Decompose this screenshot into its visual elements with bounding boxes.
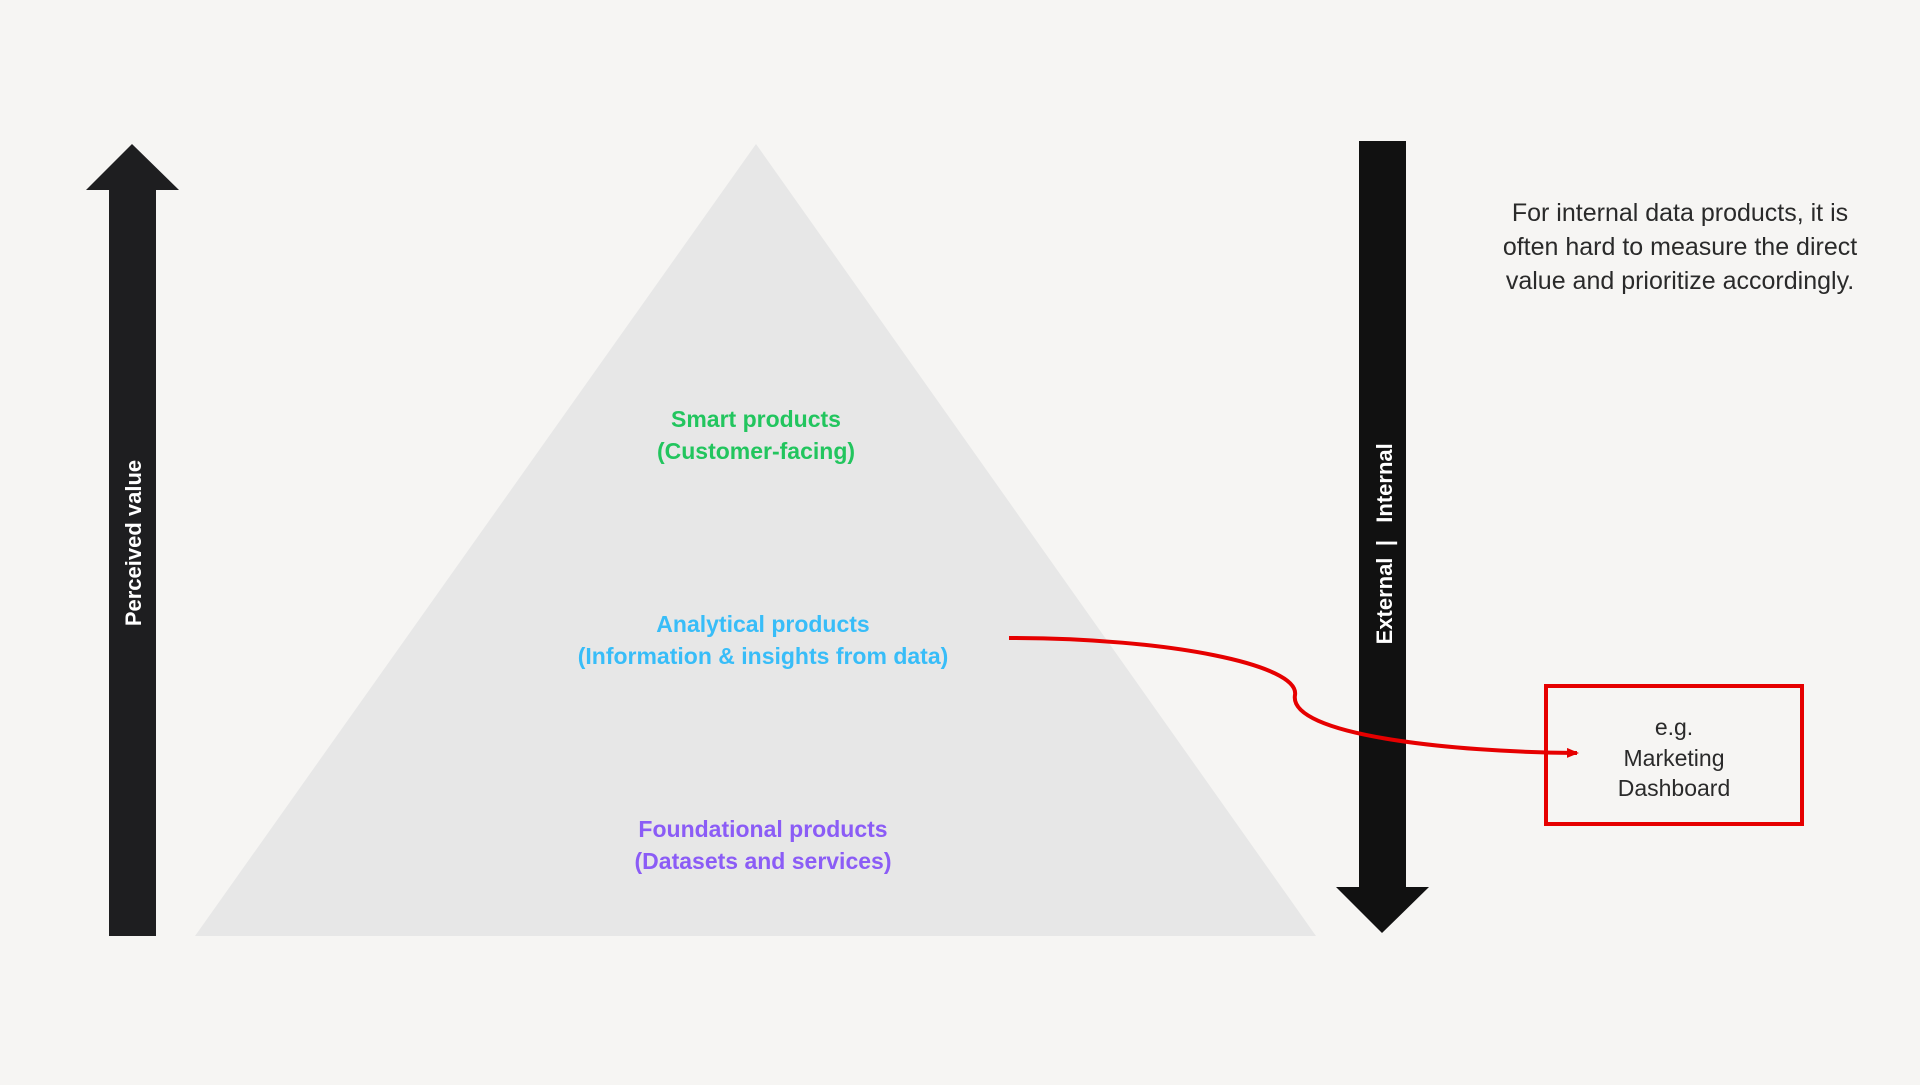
external-internal-separator: | [1372, 540, 1397, 546]
tier-smart-title: Smart products [671, 406, 841, 432]
tier-analytical-products: Analytical products (Information & insig… [578, 611, 949, 669]
connector-curve [1008, 636, 1579, 758]
tier-smart-subtitle: (Customer-facing) [657, 438, 855, 464]
tier-analytical-subtitle: (Information & insights from data) [578, 643, 949, 669]
internal-label: Internal [1372, 443, 1397, 522]
tier-foundational-subtitle: (Datasets and services) [635, 848, 892, 874]
tier-smart-products: Smart products (Customer-facing) [657, 406, 855, 464]
internal-products-note: For internal data products, it is often … [1502, 199, 1858, 295]
external-internal-label-group: External | Internal [1372, 443, 1397, 644]
perceived-value-arrow-head [86, 144, 179, 190]
tier-analytical-title: Analytical products [656, 611, 869, 637]
perceived-value-arrow: Perceived value [86, 144, 179, 936]
perceived-value-label: Perceived value [121, 460, 146, 626]
external-internal-arrow: External | Internal [1336, 141, 1429, 933]
callout-box [1544, 684, 1804, 826]
callout-line-1: e.g. [1655, 714, 1693, 740]
pyramid-shape [195, 144, 1316, 936]
tier-foundational-title: Foundational products [638, 816, 887, 842]
callout-line-2: Marketing [1624, 745, 1725, 771]
external-internal-arrow-shaft [1359, 141, 1406, 887]
tier-foundational-products: Foundational products (Datasets and serv… [635, 816, 892, 874]
external-internal-arrow-head [1336, 887, 1429, 933]
external-label: External [1372, 558, 1397, 645]
callout-line-3: Dashboard [1618, 775, 1731, 801]
perceived-value-arrow-shaft [109, 190, 156, 936]
